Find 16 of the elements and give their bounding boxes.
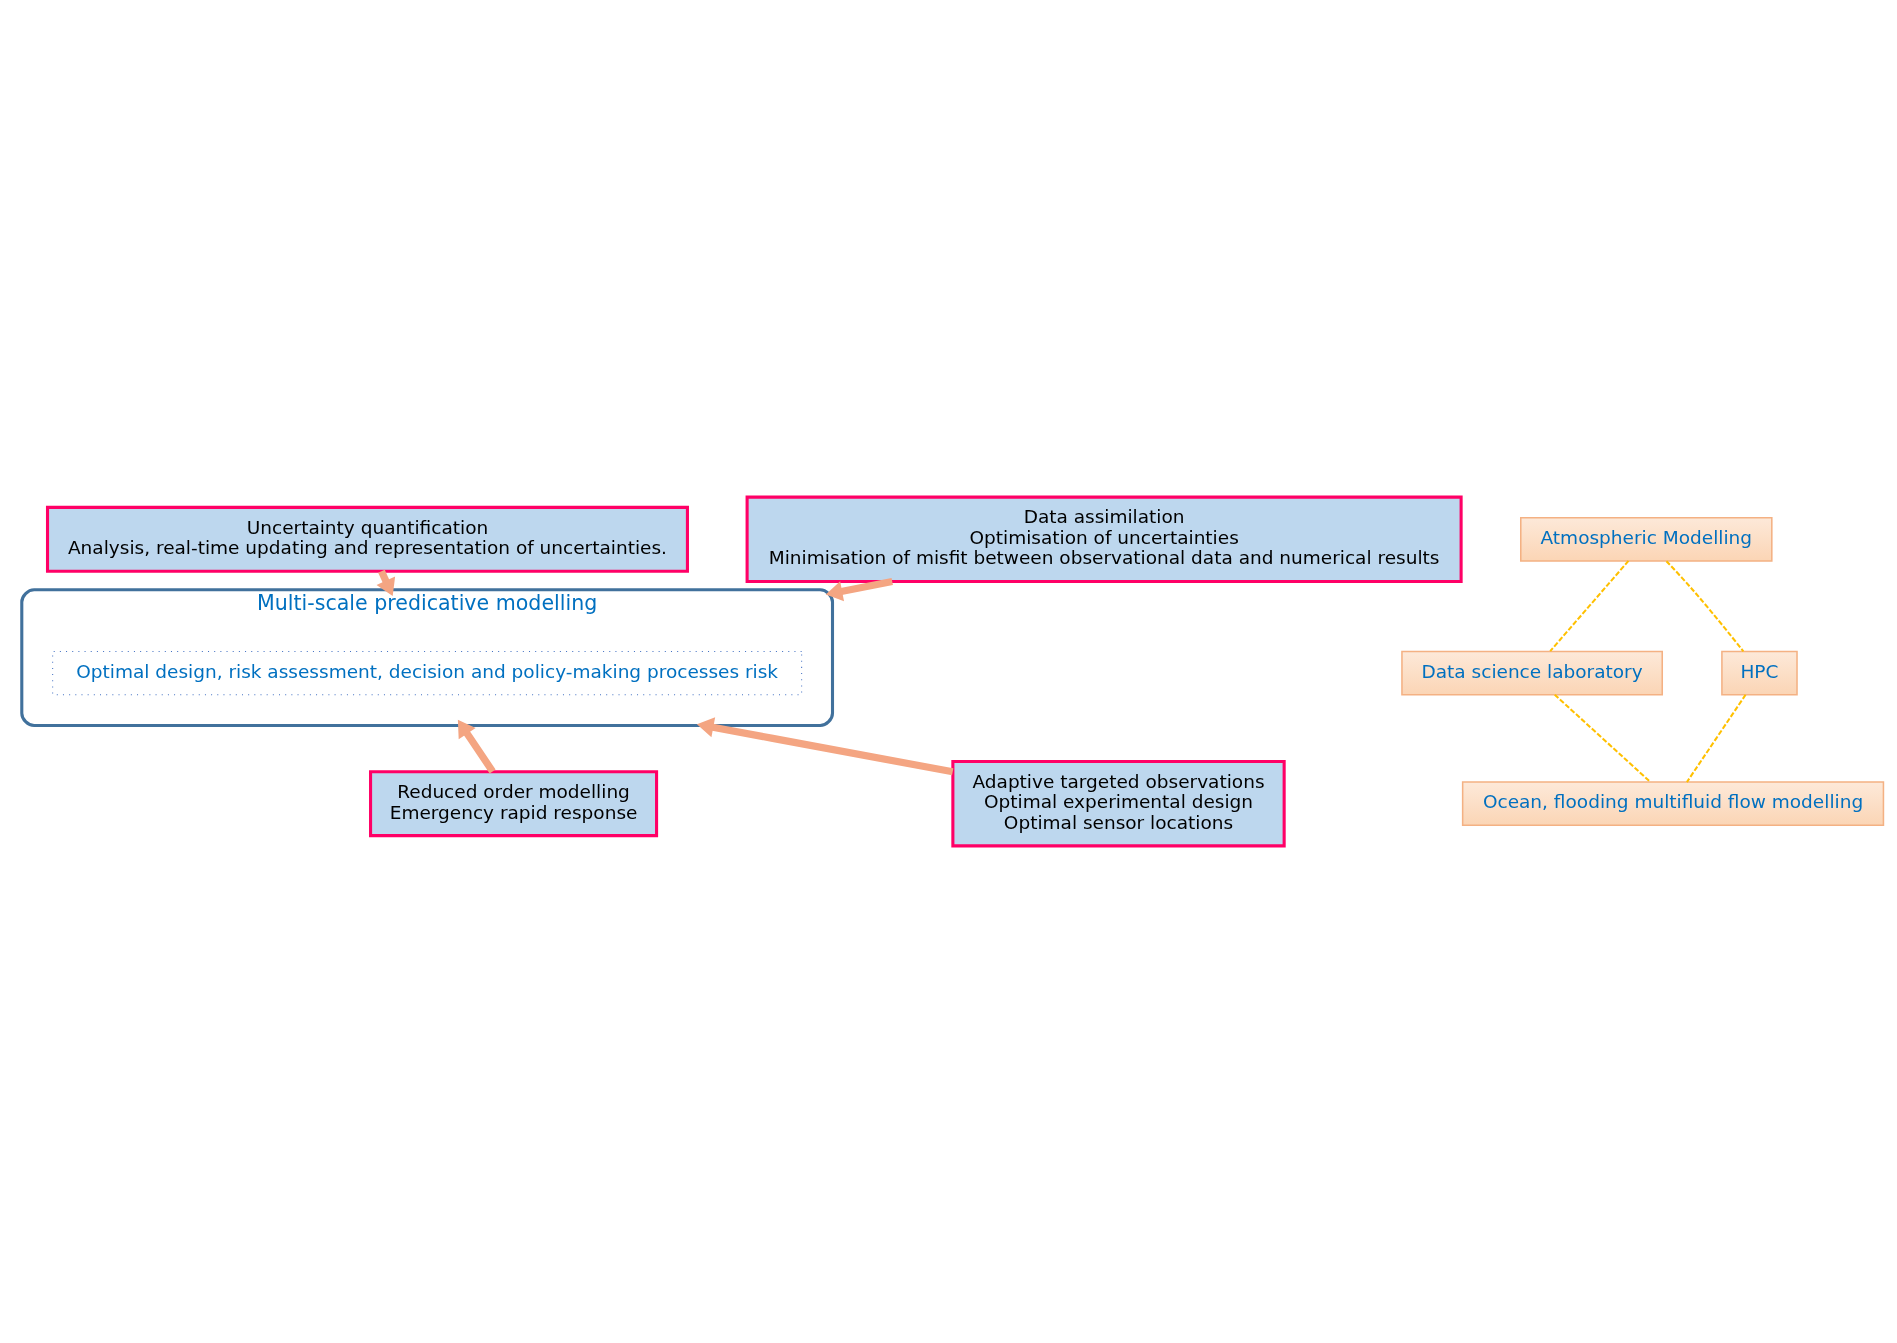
- node-box: Optimal design, risk assessment, decision and policy-making processes risk: [52, 650, 803, 696]
- arrow: [696, 717, 954, 776]
- arrow: [457, 719, 496, 774]
- connector: [1554, 693, 1652, 783]
- node-box: HPC: [1721, 650, 1798, 696]
- node-box: Ocean, flooding multifluid flow modelling: [1461, 781, 1885, 827]
- node-box: Data assimilation Optimisation of uncertainties Minimisation of misfit between observational data and numerical results: [745, 495, 1463, 584]
- node-box: Adaptive targeted observations Optimal experimental design Optimal sensor locations: [951, 759, 1286, 848]
- node-box: Data science laboratory: [1401, 650, 1663, 696]
- connector: [1665, 560, 1745, 653]
- node-box: Uncertainty quantification Analysis, real-time updating and representation of uncertainties.: [45, 505, 689, 573]
- node-box: Atmospheric Modelling: [1520, 516, 1773, 562]
- connector: [1686, 694, 1747, 783]
- arrow: [825, 578, 893, 602]
- connector: [1549, 560, 1630, 652]
- node-box: Reduced order modelling Emergency rapid response: [369, 770, 659, 838]
